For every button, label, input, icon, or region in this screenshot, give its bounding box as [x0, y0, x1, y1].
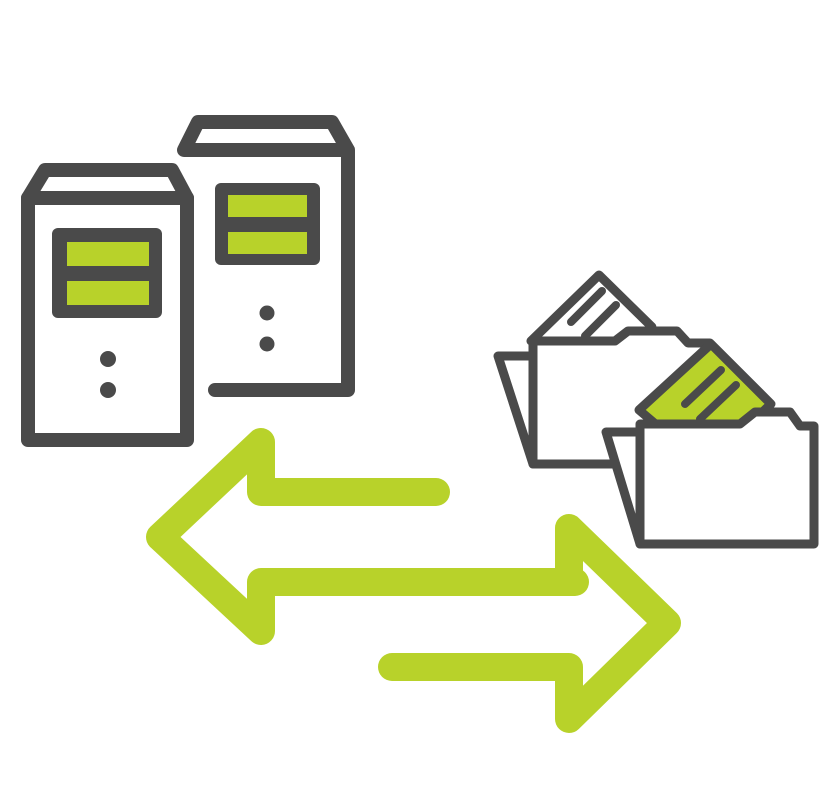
back-server-drive-2 — [228, 232, 307, 254]
back-server-led-1 — [259, 305, 275, 321]
arrow-right-icon — [378, 514, 681, 733]
front-server-led-2 — [100, 382, 116, 398]
front-folder-icon — [601, 339, 819, 549]
back-server-tower-icon — [177, 115, 355, 397]
front-server-drive-2 — [67, 281, 149, 305]
arrow-left-icon — [146, 428, 589, 645]
front-server-drive-1 — [67, 242, 149, 266]
front-server-tower-icon — [21, 163, 194, 447]
front-server-led-1 — [100, 351, 116, 367]
back-server-drive-1 — [228, 195, 307, 217]
back-server-led-2 — [259, 336, 275, 352]
